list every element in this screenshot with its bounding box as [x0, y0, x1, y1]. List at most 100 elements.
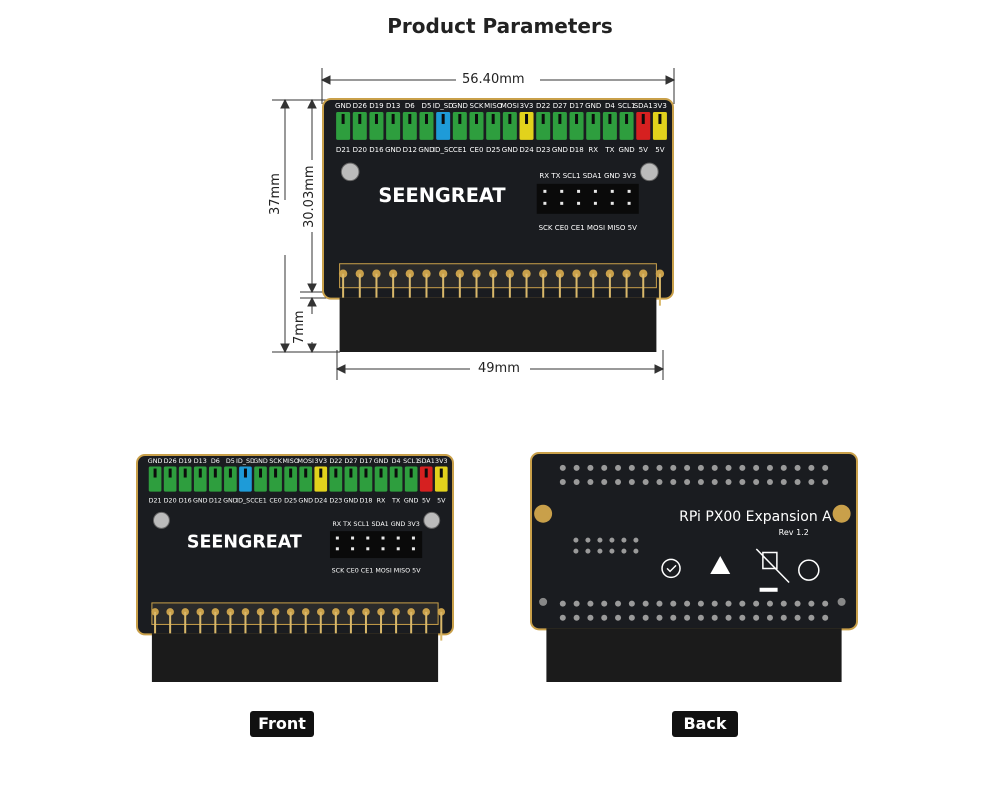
pin-leg — [408, 273, 411, 306]
jumper-cap — [402, 111, 417, 140]
through-hole — [670, 464, 677, 471]
jumper-pin — [641, 113, 645, 124]
solder-pad — [522, 269, 531, 278]
header-pin — [335, 547, 339, 551]
top-pin-label: ID_SD — [236, 458, 255, 465]
bottom-pin-label: D21 — [336, 145, 350, 154]
through-hole — [670, 600, 677, 607]
top-pin-label: D17 — [569, 101, 583, 110]
front-label: Front — [250, 711, 314, 737]
through-hole — [656, 464, 663, 471]
through-hole — [601, 464, 608, 471]
pin-leg — [358, 273, 361, 306]
through-hole — [601, 614, 608, 621]
jumper-pin — [374, 113, 378, 124]
bottom-pin-label: GND — [385, 145, 401, 154]
through-hole — [780, 464, 787, 471]
height-board-dim: 30.03mm — [302, 165, 317, 228]
pin-leg — [364, 611, 367, 641]
top-pin-label: MOSI — [298, 458, 315, 465]
solder-pad — [422, 269, 431, 278]
through-hole — [725, 600, 732, 607]
pin-leg — [625, 273, 628, 306]
jumper-pin — [475, 113, 479, 124]
through-hole — [642, 614, 649, 621]
through-hole — [573, 464, 580, 471]
header-pin — [610, 189, 614, 193]
top-pin-label: D26 — [164, 458, 177, 465]
jumper-pin — [394, 468, 398, 478]
top-pin-label: D13 — [194, 458, 207, 465]
solder-pad — [622, 269, 631, 278]
through-hole — [794, 614, 801, 621]
pin-leg — [392, 273, 395, 306]
bottom-pin-label: GND — [552, 145, 568, 154]
pin-leg — [289, 611, 292, 641]
through-hole — [794, 600, 801, 607]
bottom-pin-label: GND — [344, 497, 359, 504]
jumper-cap — [314, 466, 328, 492]
through-hole — [597, 537, 603, 543]
through-hole — [780, 600, 787, 607]
solder-pad — [338, 269, 348, 278]
through-hole — [601, 478, 608, 485]
weee-bin-icon — [762, 551, 778, 570]
back-title: RPi PX00 Expansion A — [679, 509, 832, 525]
top-pin-label: D27 — [344, 458, 357, 465]
jumper-cap — [469, 111, 484, 140]
bottom-pin-label: GND — [418, 145, 434, 154]
jumper-pin — [508, 113, 512, 124]
pcb — [530, 452, 858, 631]
through-hole — [739, 478, 746, 485]
through-hole — [766, 464, 773, 471]
solder-pad — [472, 269, 481, 278]
arrow-head — [307, 296, 317, 307]
header-pin — [351, 536, 355, 540]
header-pin — [381, 547, 385, 551]
jumper-pin — [591, 113, 595, 124]
through-hole — [684, 600, 691, 607]
pin-leg — [492, 273, 495, 306]
jumper-cap — [209, 466, 222, 492]
through-hole — [794, 478, 801, 485]
header-pin — [366, 536, 370, 540]
pin-leg — [608, 273, 611, 306]
pin-leg — [508, 273, 511, 306]
header-pin — [351, 547, 355, 551]
jumper-pin — [458, 113, 462, 124]
header-pin — [335, 536, 339, 540]
pin-leg — [575, 273, 578, 306]
jumper-cap — [369, 111, 384, 140]
arrow-head — [335, 364, 346, 374]
jumper-pin — [424, 468, 428, 478]
through-hole — [615, 464, 622, 471]
through-hole — [628, 464, 635, 471]
bottom-pin-label: D24 — [314, 497, 327, 504]
top-pin-label: GND — [585, 101, 601, 110]
check-mark — [666, 564, 677, 573]
height-header-dim: 7mm — [292, 310, 307, 344]
solder-pad — [505, 269, 515, 278]
top-pin-label: 3V3 — [315, 458, 327, 465]
through-hole — [711, 478, 718, 485]
jumper-pin — [168, 468, 172, 478]
mount-hole — [534, 504, 553, 523]
pin-leg — [259, 611, 262, 641]
esd-warning-icon — [710, 556, 731, 575]
mount-hole — [837, 597, 846, 606]
through-hole — [609, 548, 615, 554]
solder-pad — [639, 269, 648, 278]
arrow-head — [665, 75, 676, 85]
jumper-cap — [374, 466, 388, 492]
through-hole — [656, 614, 663, 621]
bottom-pin-label: ID_SC — [433, 145, 453, 154]
jumper-cap — [329, 466, 343, 492]
pin-leg — [558, 273, 561, 306]
through-hole — [753, 614, 760, 621]
jumper-pin — [259, 468, 263, 478]
through-hole — [559, 464, 566, 471]
through-hole — [822, 600, 829, 607]
through-hole — [780, 614, 787, 621]
